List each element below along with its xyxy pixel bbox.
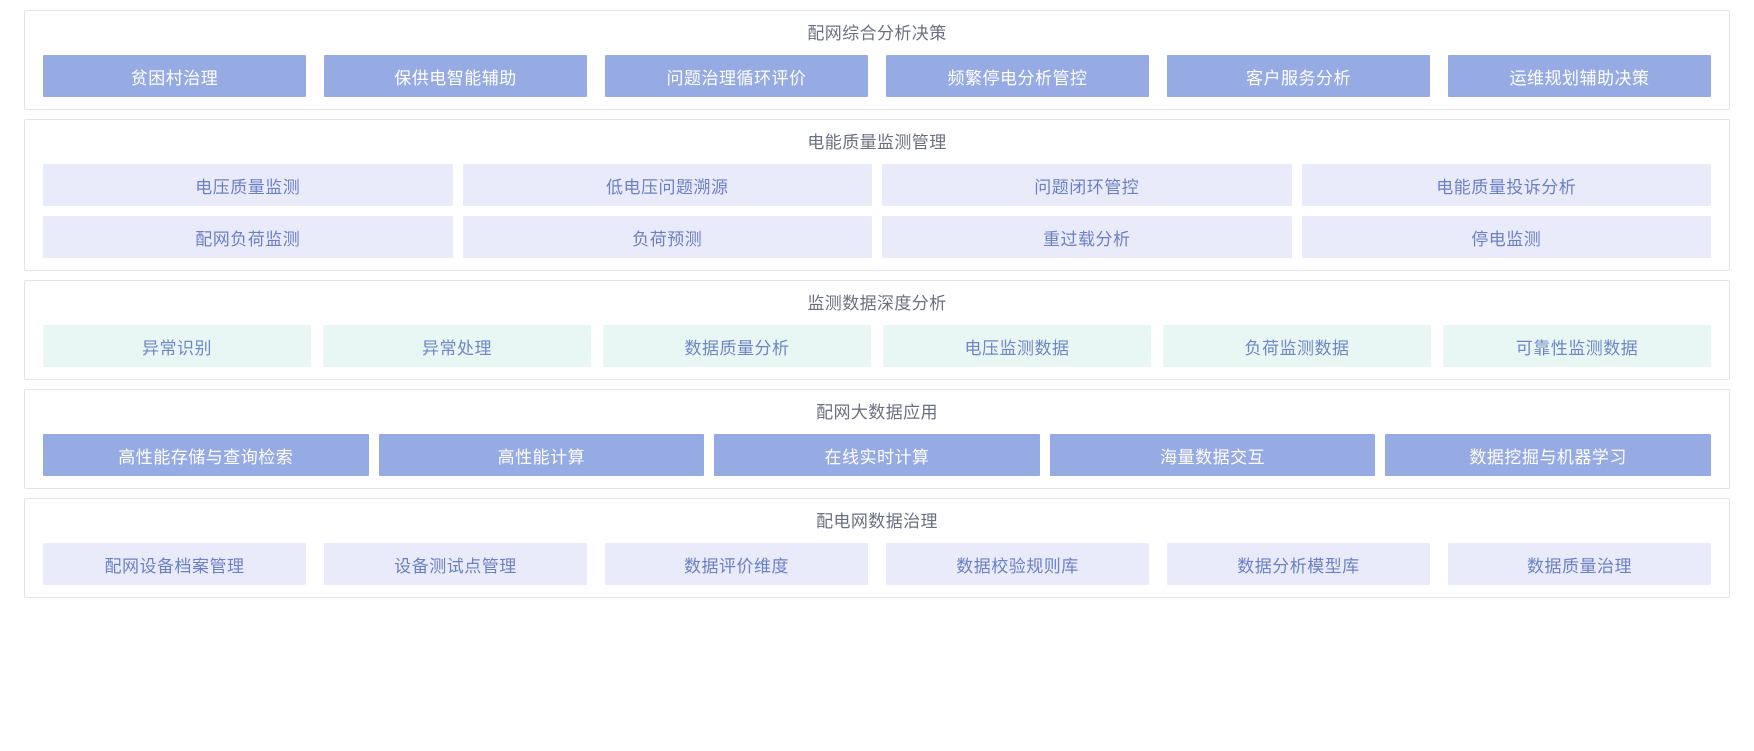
button-row: 配网负荷监测 负荷预测 重过载分析 停电监测 [43, 216, 1711, 258]
module-button-problem-cycle-evaluation[interactable]: 问题治理循环评价 [605, 55, 868, 97]
module-button-distribution-load-monitoring[interactable]: 配网负荷监测 [43, 216, 453, 258]
button-row: 配网设备档案管理 设备测试点管理 数据评价维度 数据校验规则库 数据分析模型库 … [43, 543, 1711, 585]
module-button-high-performance-computing[interactable]: 高性能计算 [378, 434, 705, 476]
module-button-online-realtime-computing[interactable]: 在线实时计算 [714, 434, 1040, 476]
module-button-data-analysis-model-library[interactable]: 数据分析模型库 [1167, 543, 1430, 585]
module-button-anomaly-identification[interactable]: 异常识别 [43, 325, 311, 367]
module-button-ops-planning-decision[interactable]: 运维规划辅助决策 [1448, 55, 1711, 97]
card-title-deep-analysis: 监测数据深度分析 [807, 294, 947, 313]
module-button-test-point-management[interactable]: 设备测试点管理 [324, 543, 587, 585]
card-title-big-data: 配网大数据应用 [816, 403, 938, 422]
button-row: 异常识别 异常处理 数据质量分析 电压监测数据 负荷监测数据 可靠性监测数据 [43, 325, 1711, 367]
button-row: 贫困村治理 保供电智能辅助 问题治理循环评价 频繁停电分析管控 客户服务分析 运… [43, 55, 1711, 97]
card-data-governance: 配电网数据治理 配网设备档案管理 设备测试点管理 数据评价维度 数据校验规则库 … [24, 498, 1730, 598]
module-button-power-supply-assist[interactable]: 保供电智能辅助 [324, 55, 587, 97]
button-row: 电压质量监测 低电压问题溯源 问题闭环管控 电能质量投诉分析 [43, 164, 1711, 206]
module-button-massive-data-interaction[interactable]: 海量数据交互 [1049, 434, 1376, 476]
module-button-problem-closed-loop-control[interactable]: 问题闭环管控 [882, 164, 1292, 206]
module-button-data-quality-analysis[interactable]: 数据质量分析 [603, 325, 871, 367]
module-button-voltage-quality-monitoring[interactable]: 电压质量监测 [43, 164, 453, 206]
module-button-low-voltage-tracing[interactable]: 低电压问题溯源 [462, 164, 872, 206]
card-title-power-quality: 电能质量监测管理 [807, 133, 947, 152]
module-button-poor-village-governance[interactable]: 贫困村治理 [43, 55, 306, 97]
module-button-voltage-monitoring-data[interactable]: 电压监测数据 [883, 325, 1151, 367]
module-button-load-monitoring-data[interactable]: 负荷监测数据 [1163, 325, 1431, 367]
module-button-frequent-outage-control[interactable]: 频繁停电分析管控 [886, 55, 1149, 97]
button-row: 高性能存储与查询检索 高性能计算 在线实时计算 海量数据交互 数据挖掘与机器学习 [43, 434, 1711, 476]
module-button-load-forecast[interactable]: 负荷预测 [462, 216, 872, 258]
module-button-data-evaluation-dimension[interactable]: 数据评价维度 [605, 543, 868, 585]
module-button-outage-monitoring[interactable]: 停电监测 [1301, 216, 1711, 258]
card-power-quality: 电能质量监测管理 电压质量监测 低电压问题溯源 问题闭环管控 电能质量投诉分析 … [24, 119, 1730, 271]
card-decision: 配网综合分析决策 贫困村治理 保供电智能辅助 问题治理循环评价 频繁停电分析管控… [24, 10, 1730, 110]
card-deep-analysis: 监测数据深度分析 异常识别 异常处理 数据质量分析 电压监测数据 负荷监测数据 … [24, 280, 1730, 380]
card-title-data-governance: 配电网数据治理 [816, 512, 938, 531]
card-big-data-application: 配网大数据应用 高性能存储与查询检索 高性能计算 在线实时计算 海量数据交互 数… [24, 389, 1730, 489]
module-button-customer-service-analysis[interactable]: 客户服务分析 [1167, 55, 1430, 97]
module-button-anomaly-handling[interactable]: 异常处理 [323, 325, 591, 367]
module-button-equipment-archive-management[interactable]: 配网设备档案管理 [43, 543, 306, 585]
module-button-high-performance-storage-query[interactable]: 高性能存储与查询检索 [43, 434, 369, 476]
module-button-data-validation-rule-library[interactable]: 数据校验规则库 [886, 543, 1149, 585]
module-button-data-mining-machine-learning[interactable]: 数据挖掘与机器学习 [1385, 434, 1711, 476]
card-title-decision: 配网综合分析决策 [807, 24, 947, 43]
module-button-overload-analysis[interactable]: 重过载分析 [882, 216, 1292, 258]
module-button-power-quality-complaint-analysis[interactable]: 电能质量投诉分析 [1301, 164, 1711, 206]
module-button-data-quality-governance[interactable]: 数据质量治理 [1448, 543, 1711, 585]
module-button-reliability-monitoring-data[interactable]: 可靠性监测数据 [1443, 325, 1711, 367]
